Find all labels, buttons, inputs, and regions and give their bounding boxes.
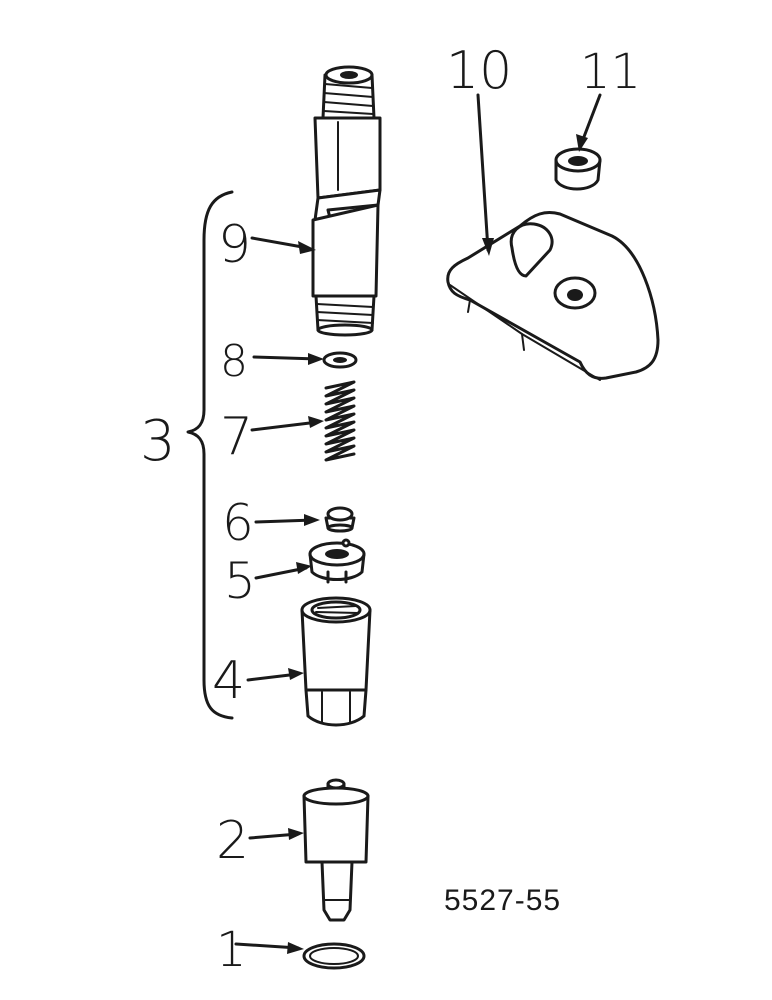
part-9-nozzle-holder-body [311,65,382,337]
callout-7: 7 [220,407,253,467]
figure-number: 5527-55 [444,884,561,917]
part-6-spring-seat [324,506,356,533]
part-2-nozzle [302,778,370,922]
callout-9: 9 [218,215,251,275]
part-5-intermediate-ring [308,538,366,584]
part-7-spring [324,380,356,462]
callout-2: 2 [216,811,249,871]
callout-8: 8 [220,336,248,387]
callout-5: 5 [224,552,256,610]
part-11-sealing-nut [554,147,602,191]
leader-lines [234,93,602,954]
part-1-o-ring [302,942,366,970]
part-4-cap-nut [300,596,372,727]
callout-10: 10 [446,41,512,101]
part-10-clamp-plate [446,211,660,381]
callout-3: 3 [140,409,176,474]
group-3-bracket [186,190,234,720]
part-8-shim-washer [322,351,358,369]
callout-1: 1 [216,922,247,978]
callout-4: 4 [212,651,245,711]
callout-6: 6 [222,494,254,552]
callout-11: 11 [580,44,641,100]
